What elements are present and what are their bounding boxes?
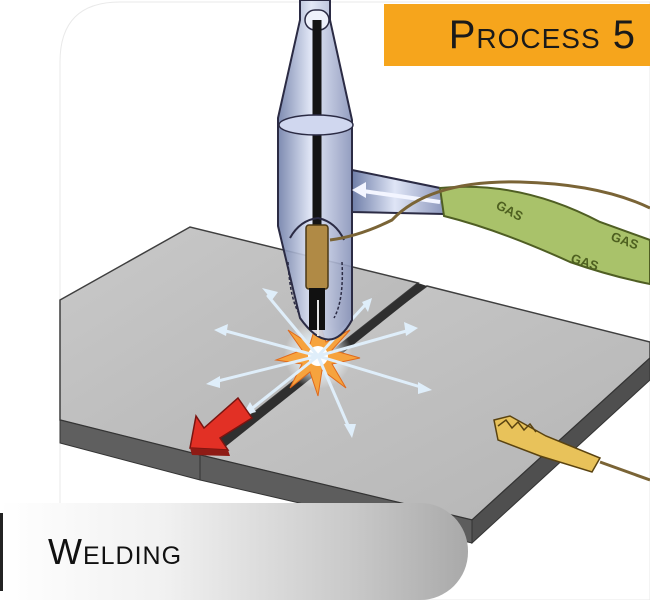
title-panel: Welding	[0, 503, 468, 600]
process-badge: Process 5	[384, 4, 650, 66]
page-title: Welding	[48, 530, 183, 572]
ground-clamp-icon	[493, 415, 650, 482]
spark-icon	[206, 288, 432, 438]
title-accent-bar	[0, 513, 3, 591]
direction-arrow-icon	[189, 396, 254, 456]
hose-tube	[438, 185, 650, 286]
gas-hose: GAS GAS GAS	[329, 168, 650, 286]
process-label: Process 5	[448, 13, 636, 57]
welding-torch-icon	[277, 0, 354, 341]
